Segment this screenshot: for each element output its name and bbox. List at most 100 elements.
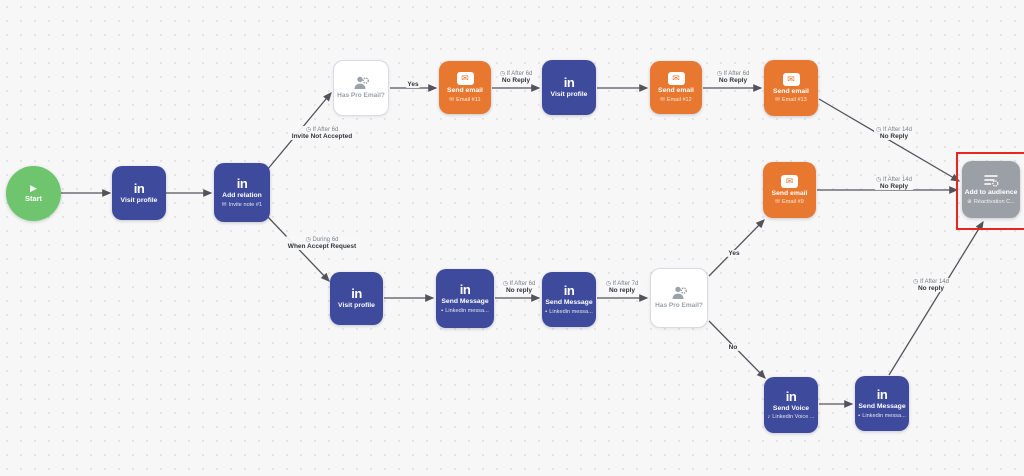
envelope-glyph: ✉: [672, 73, 680, 84]
node-add-to-audience[interactable]: Add to audience⊕Réactivation C...: [962, 161, 1020, 218]
linkedin-icon: in: [563, 283, 575, 299]
subtitle-icon: ✉: [221, 201, 227, 208]
edge-label-condition: ◷ If After 14d: [913, 278, 949, 285]
linkedin-icon: in: [563, 75, 575, 91]
node-title: Send email: [447, 87, 483, 95]
edge-label-delay: If After 6d: [506, 71, 533, 77]
linkedin-icon: in: [236, 176, 248, 192]
clock-icon: ◷: [502, 281, 508, 287]
contact-gear-icon: [672, 286, 687, 300]
contact-gear-icon: [354, 76, 369, 90]
edge-label-text: No reply: [608, 287, 636, 294]
node-subtitle: ✉Email #9: [775, 199, 803, 205]
edge-label-text: No Reply: [718, 77, 748, 84]
edge-label: Yes: [405, 81, 421, 88]
subtitle-icon: ▪: [858, 412, 861, 419]
edge-arrow: [888, 220, 984, 376]
edge-label-text: No: [728, 344, 738, 351]
node-subtitle: ▪Linkedin messa...: [441, 308, 489, 314]
node-subtitle: ✉Email #11: [449, 97, 480, 103]
edge-label-delay: If After 6d: [723, 71, 750, 77]
edge-label-delay: If After 6d: [509, 281, 536, 287]
edge-label-delay: If After 14d: [882, 177, 912, 183]
subtitle-icon: ▪: [441, 307, 444, 314]
envelope-glyph: ✉: [785, 175, 794, 186]
node-start[interactable]: ▶Start: [6, 166, 61, 221]
edge-label-delay: If After 6d: [312, 127, 339, 133]
node-send-email-9[interactable]: ✉Send email✉Email #9: [763, 162, 816, 218]
clock-icon: ◷: [499, 71, 505, 77]
edge-label-text: When Accept Request: [287, 243, 357, 250]
node-title: Send Message: [441, 298, 489, 306]
node-title: Has Pro Email?: [655, 302, 703, 310]
node-title: Send Voice: [772, 404, 810, 412]
subtitle-icon: ✉: [449, 96, 455, 103]
node-title: Send email: [658, 87, 694, 95]
subtitle-icon: ✉: [660, 96, 665, 103]
subtitle-icon: ♪: [767, 414, 771, 421]
edge-arrow: [708, 219, 765, 277]
edge-label-condition: ◷ If After 6d: [292, 126, 352, 133]
play-icon: ▶: [30, 182, 37, 193]
subtitle-text: Linkedin messa...: [445, 307, 489, 314]
edge-arrow: [818, 98, 961, 182]
subtitle-text: Réactivation C...: [973, 198, 1015, 205]
edge-label-text: No Reply: [879, 183, 909, 190]
subtitle-text: Invite note #1: [228, 201, 263, 208]
edge-label-condition: ◷ If After 6d: [500, 70, 533, 77]
node-send-email-11[interactable]: ✉Send email✉Email #11: [439, 61, 491, 114]
edge-label-text: Yes: [728, 250, 740, 257]
linkedin-icon: in: [351, 286, 362, 302]
node-send-email-13[interactable]: ✉Send email✉Email #13: [764, 60, 818, 116]
node-send-email-12[interactable]: ✉Send email✉Email #12: [650, 61, 702, 114]
node-title: Send email: [773, 87, 809, 95]
clock-icon: ◷: [305, 127, 311, 133]
edge-label-text: Invite Not Accepted: [291, 133, 353, 140]
linkedin-icon: in: [876, 387, 888, 403]
subtitle-text: Linkedin Voice ...: [772, 414, 815, 421]
clock-icon: ◷: [876, 127, 882, 133]
edge-label-condition: ◷ During 6d: [288, 236, 356, 243]
envelope-icon: ✉: [456, 72, 474, 86]
envelope-icon: ✉: [782, 72, 800, 86]
edge-label: Yes: [726, 250, 742, 257]
node-subtitle: ⊕Réactivation C...: [967, 199, 1015, 205]
subtitle-icon: ✉: [775, 97, 780, 104]
node-title: Add relation: [222, 192, 262, 200]
node-subtitle: ✉Email #13: [775, 97, 807, 103]
edge-label-condition: ◷ If After 6d: [717, 70, 750, 77]
node-title: Send email: [771, 189, 808, 197]
node-subtitle: ✉Invite note #1: [222, 202, 262, 208]
edge-label-condition: ◷ If After 14d: [876, 126, 912, 133]
subtitle-text: Email #9: [781, 199, 804, 206]
node-subtitle: ♪Linkedin Voice ...: [767, 414, 814, 420]
edge-label-condition: ◷ If After 14d: [876, 176, 912, 183]
node-title: Visit profile: [550, 91, 588, 99]
subtitle-icon: ✉: [775, 199, 780, 206]
node-title: Send Message: [858, 403, 906, 411]
clock-icon: ◷: [605, 281, 611, 287]
node-title: Visit profile: [120, 196, 158, 204]
subtitle-text: Email #11: [456, 96, 481, 103]
node-has-pro-email-2[interactable]: Has Pro Email?: [650, 268, 708, 328]
node-has-pro-email-1[interactable]: Has Pro Email?: [333, 60, 389, 116]
clock-icon: ◷: [716, 71, 722, 77]
edge-label-delay: If After 14d: [919, 279, 949, 285]
edge-label-text: No reply: [917, 285, 945, 292]
audience-filter-icon: [984, 175, 999, 187]
